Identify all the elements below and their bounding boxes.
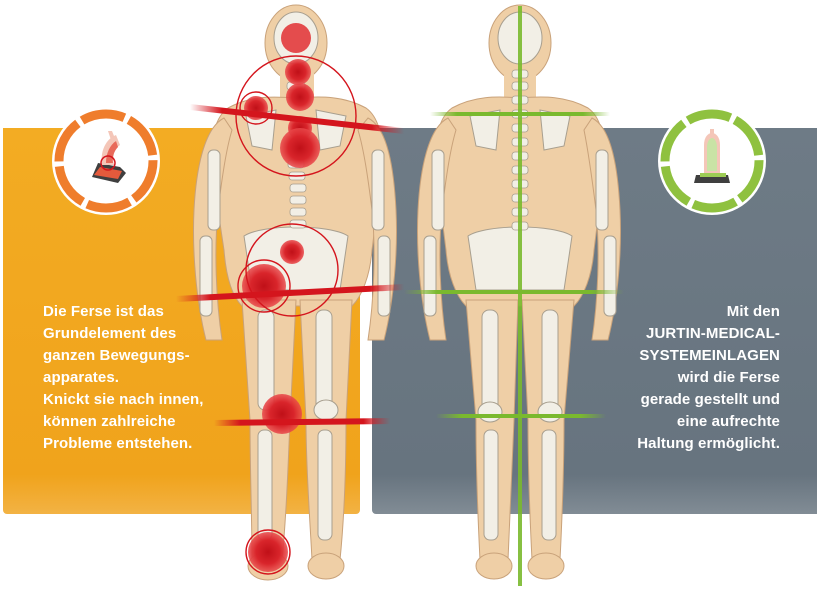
right-description-line: Haltung ermöglicht. [637,435,780,452]
right-description-line: wird die Ferse [677,369,780,386]
left-description-line: Die Ferse ist das [43,303,164,320]
right-panel-shade [372,474,817,514]
left-body-figure [176,4,404,581]
left-description-line: Probleme entstehen. [43,435,193,452]
left-description-line: apparates. [43,369,120,386]
right-body-figure [404,4,624,586]
right-description-line: Mit den [726,303,780,320]
left-description-line: können zahlreiche [43,413,176,430]
right-description-line: gerade gestellt und [640,391,780,408]
right-description: Mit den JURTIN-MEDICAL- SYSTEMEINLAGEN w… [565,301,780,455]
left-description-line: Grundelement des [43,325,177,342]
right-description-line: SYSTEMEINLAGEN [639,347,780,364]
left-description: Die Ferse ist das Grundelement des ganze… [43,301,243,455]
heel-aligned-icon [658,107,766,215]
right-description-line: eine aufrechte [676,413,780,430]
left-description-line: ganzen Bewegungs- [43,347,190,364]
left-description-line: Knickt sie nach innen, [43,391,204,408]
left-panel-shade [3,474,360,514]
heel-misaligned-icon [52,107,160,215]
right-description-line: JURTIN-MEDICAL- [646,325,780,342]
